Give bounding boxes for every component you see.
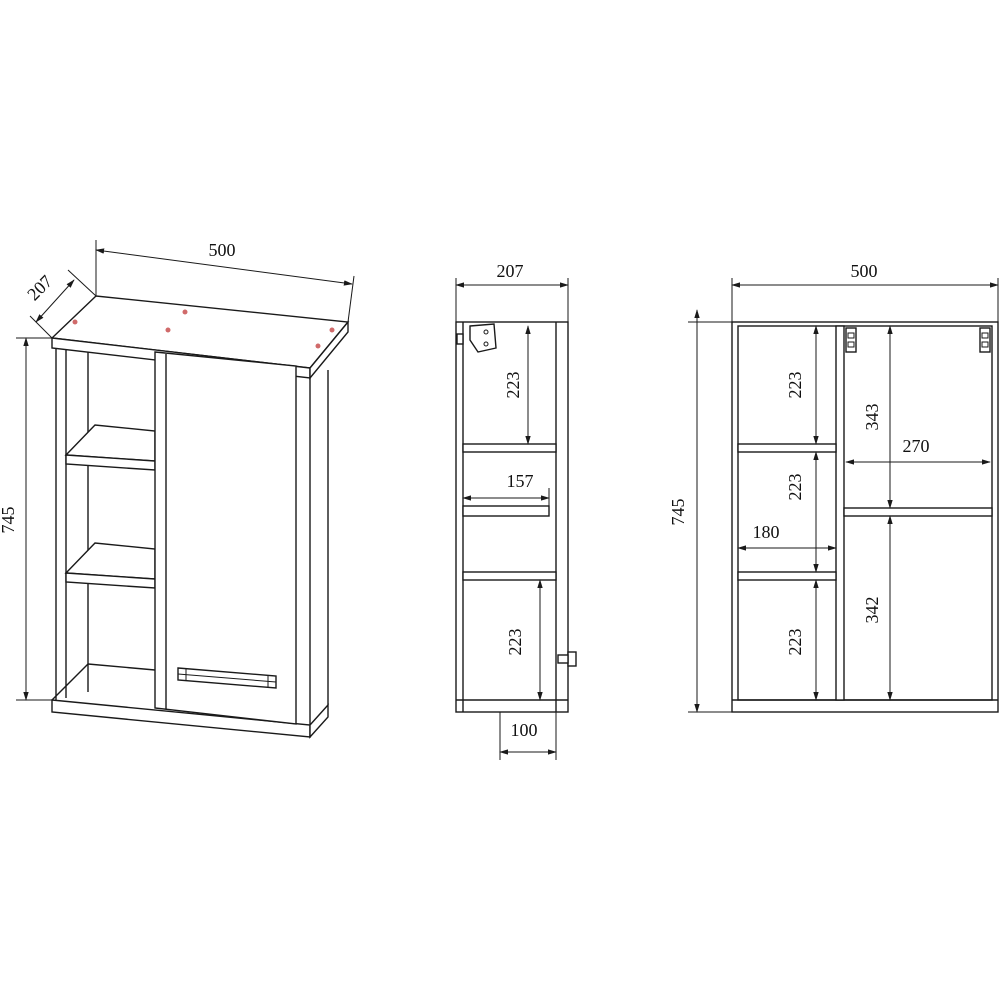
hinge-block [456,333,464,345]
dimension-line [95,248,353,286]
dim-side-gap-bottom: 223 [505,579,543,701]
front-shelf-right [843,507,993,517]
hinge-screw [483,341,489,347]
side-shelf-upper [462,443,557,453]
hinge-right [979,327,991,353]
hinge-bracket [469,323,497,353]
door-handle-line [177,673,277,683]
screw-marker [165,327,171,333]
screw-marker [315,343,321,349]
dim-label-side-gap-top: 223 [503,372,523,399]
bottom-inner-back [87,663,156,671]
dim-label-front-width: 500 [851,261,878,281]
side-inner-shelf [462,505,550,517]
hinge-screw [847,341,855,348]
dim-front-height: 745 [668,309,732,713]
dim-label-front-right-upper: 343 [862,404,882,431]
screw-marker [329,327,335,333]
dim-label-height: 745 [0,507,18,534]
dim-label-side-handle: 100 [511,720,538,740]
hinge-screw [847,332,855,339]
dim-label-front-height: 745 [668,499,688,526]
dim-front-left-gap-top: 223 [785,325,819,445]
screw-marker [182,309,188,315]
dim-front-right-upper: 343 [862,325,893,509]
front-shelf-upper [737,443,837,453]
screw-marker [72,319,78,325]
side-view: 207 223 157 223 100 [455,261,577,760]
front-divider [835,325,845,701]
front-shelf-lower [737,571,837,581]
front-view: 500 745 223 223 223 180 270 [668,261,999,713]
dim-label-front-gap-mid: 223 [785,474,805,501]
hinge-screw [981,332,989,339]
dim-side-depth: 207 [455,261,569,322]
dim-front-width: 500 [731,261,999,322]
dim-side-handle-offset: 100 [499,712,557,760]
dim-label-side-gap-bottom: 223 [505,629,525,656]
bottom-inner-edge [51,663,89,701]
side-outline [455,321,569,713]
dim-front-left-width: 180 [737,522,837,551]
dim-side-gap-top: 223 [503,325,531,445]
hinge-left [845,327,857,353]
dim-front-left-gap-bottom: 223 [785,579,819,701]
dim-perspective-height: 745 [0,337,52,701]
dimension-line [35,279,75,323]
side-handle-stem [557,654,569,664]
dim-front-right-lower: 342 [862,515,893,701]
hinge-screw [483,329,489,335]
dim-label-front-gap-bottom: 223 [785,629,805,656]
cabinet-top-side-edge [309,320,349,380]
front-outline [731,321,999,713]
hinge-plate [845,327,857,353]
dim-label-front-right-lower: 342 [862,597,882,624]
dim-label-side-depth: 207 [497,261,524,281]
hinge-screw [981,341,989,348]
dim-label-front-left-width: 180 [753,522,780,542]
dim-label-width: 500 [209,240,236,260]
dim-perspective-width: 500 [95,240,355,323]
extension-line [347,275,355,323]
extension-line [29,315,53,339]
dim-label-depth: 207 [23,271,56,304]
cabinet-door [154,351,297,725]
dim-label-front-right-width: 270 [903,436,930,456]
side-shelf-lower [462,571,557,581]
side-handle [567,651,577,667]
dim-side-shelf-depth: 157 [462,471,550,506]
extension-line [67,269,97,297]
dim-front-left-gap-mid: 223 [785,451,819,573]
dim-front-right-width: 270 [845,436,991,465]
perspective-view: 500 207 745 [0,240,355,739]
dim-label-front-gap-top: 223 [785,372,805,399]
hinge-plate [979,327,991,353]
dim-label-side-shelf-depth: 157 [507,471,534,491]
cabinet-bottom-side [309,703,329,739]
